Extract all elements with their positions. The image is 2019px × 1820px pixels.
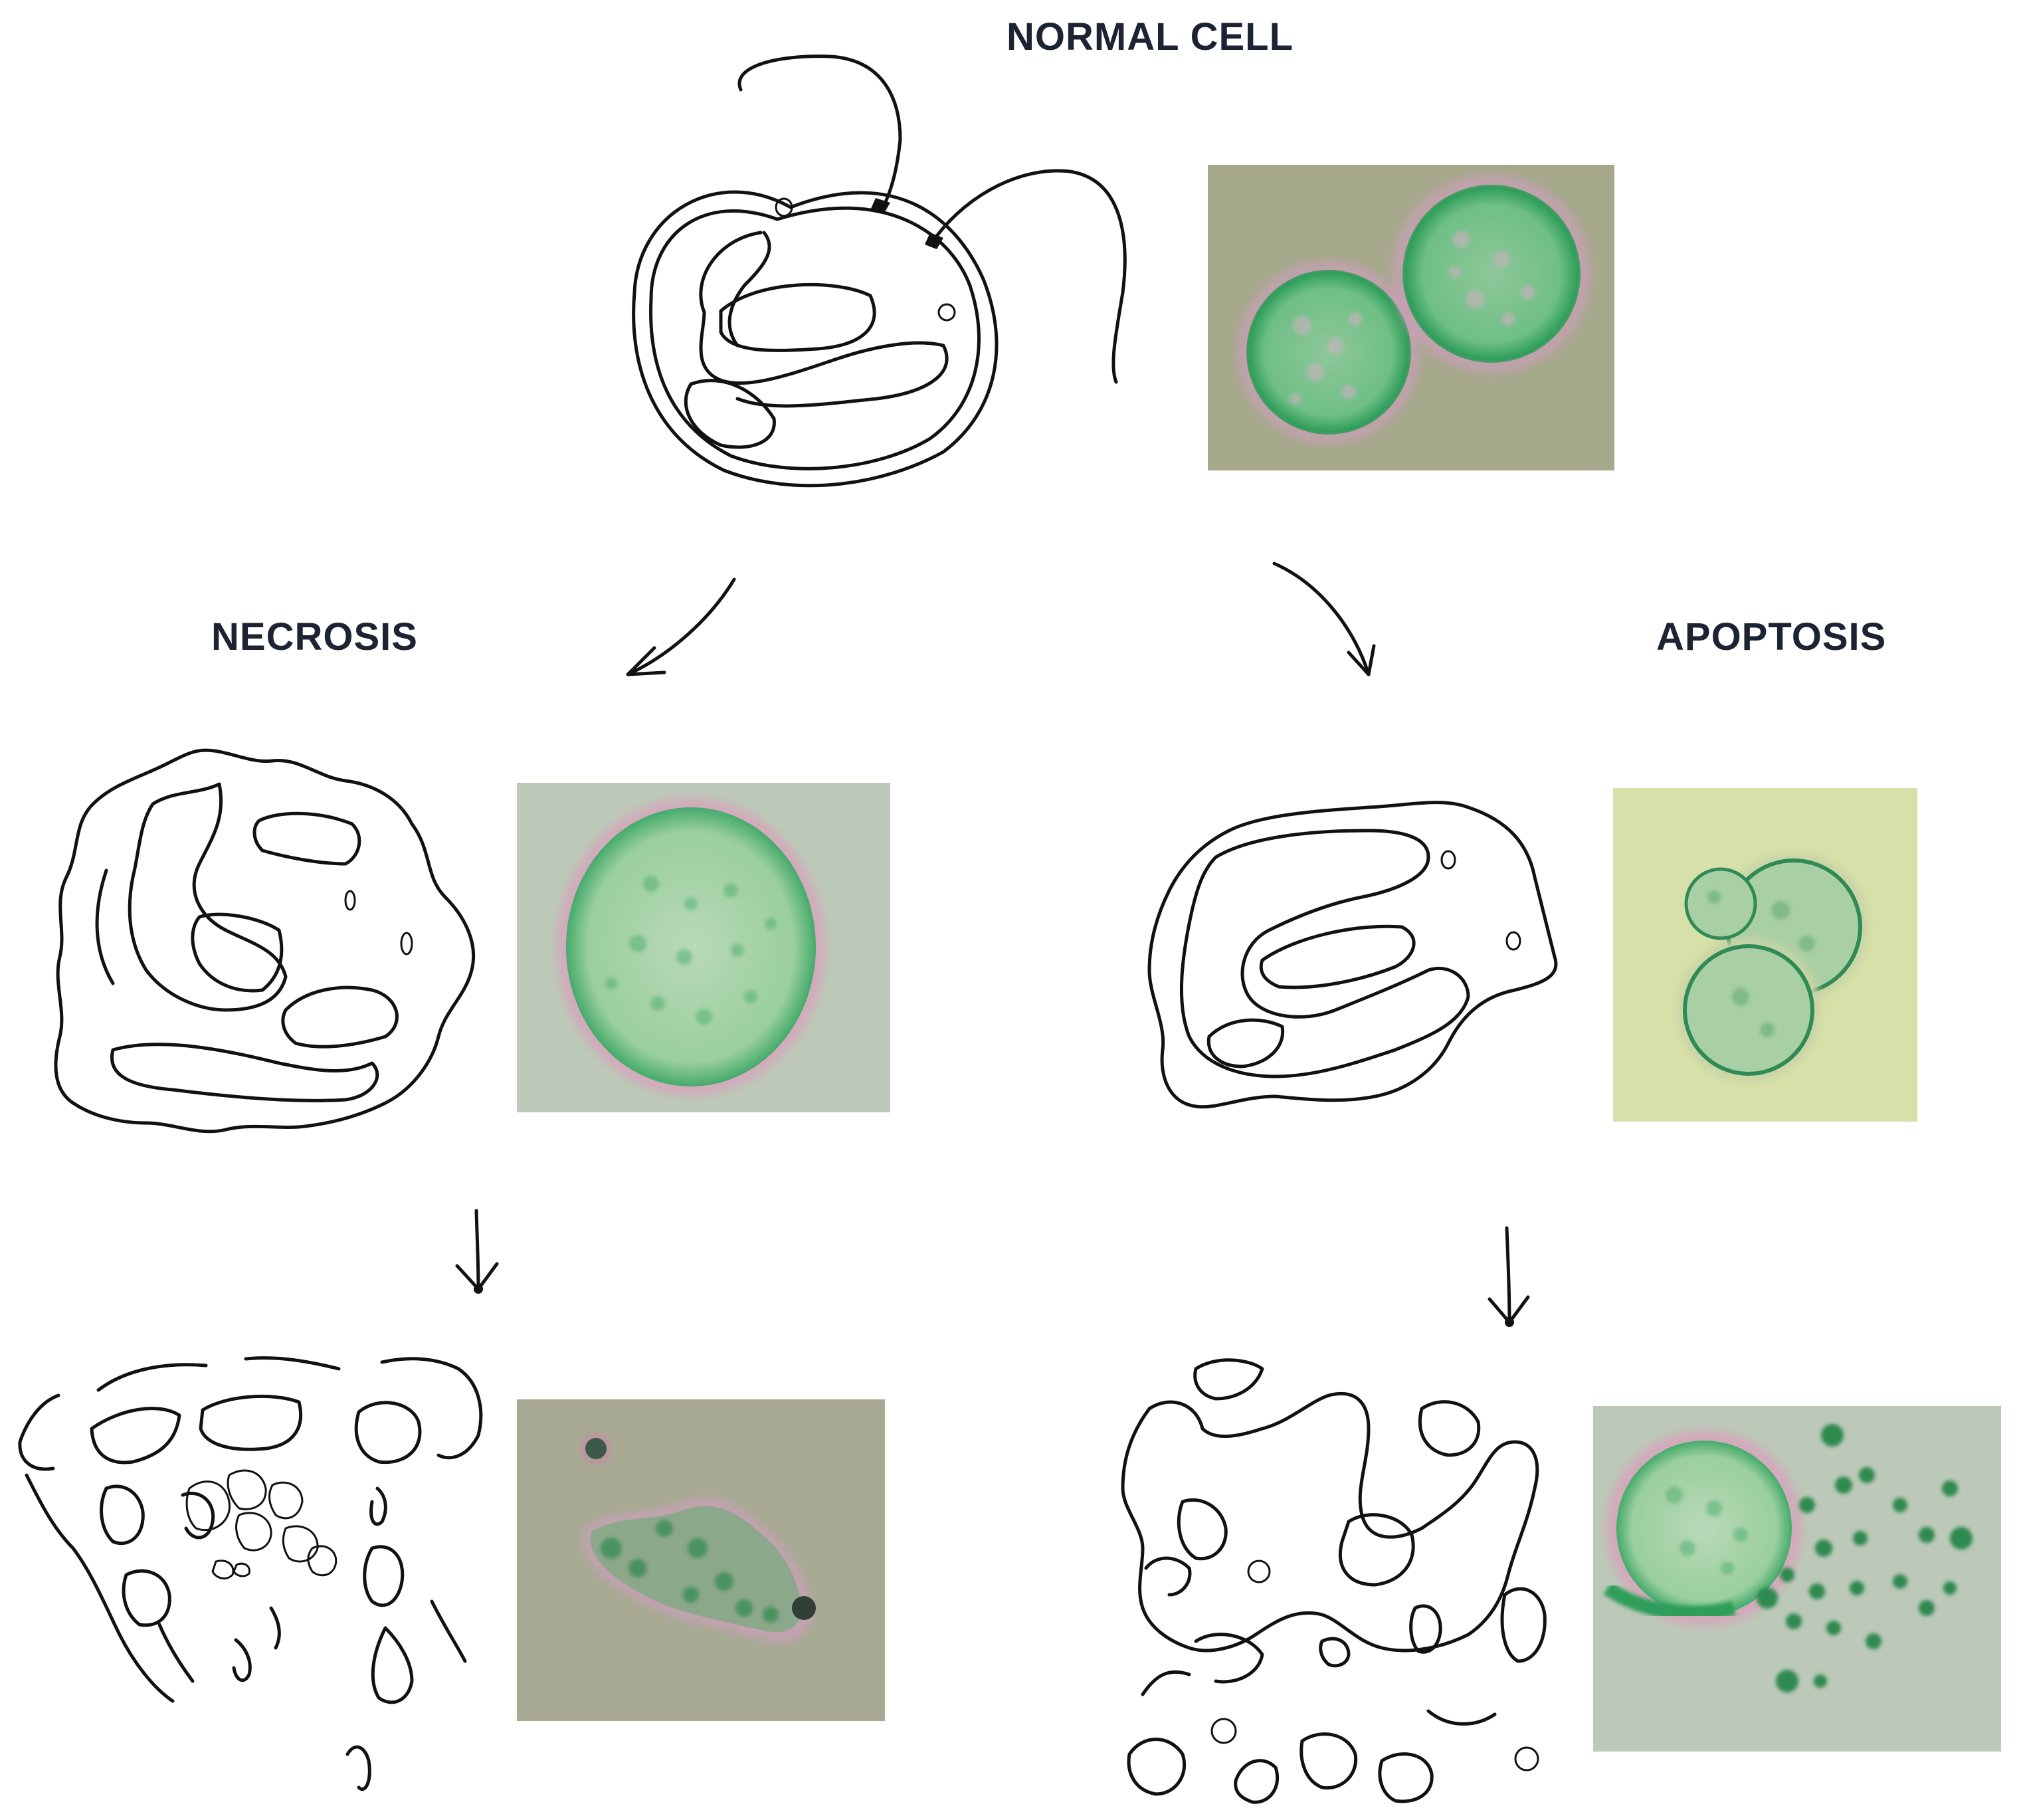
apoptosis-bodies-drawing (1121, 1358, 1547, 1804)
arrow-necrosis-down (455, 1209, 499, 1294)
necrosis-swollen-cell-drawing (54, 748, 476, 1134)
apoptosis-shrunken-cell-drawing (1147, 801, 1558, 1109)
label-necrosis: NECROSIS (211, 615, 418, 658)
necrosis-ruptured-cell-drawing (18, 1356, 483, 1791)
necrosis-swollen-micrograph (517, 783, 890, 1112)
apoptosis-bodies-micrograph (1593, 1406, 2001, 1752)
label-apoptosis: APOPTOSIS (1656, 615, 1887, 658)
label-normal-cell: NORMAL CELL (1007, 15, 1294, 58)
apoptosis-shrunken-micrograph (1613, 788, 1917, 1122)
necrosis-ruptured-micrograph (517, 1399, 885, 1721)
arrow-to-necrosis (626, 577, 736, 676)
normal-cell-micrograph (1208, 165, 1614, 470)
normal-cell-drawing (632, 54, 1127, 488)
arrow-apoptosis-down (1488, 1226, 1530, 1327)
arrow-to-apoptosis (1272, 561, 1376, 676)
